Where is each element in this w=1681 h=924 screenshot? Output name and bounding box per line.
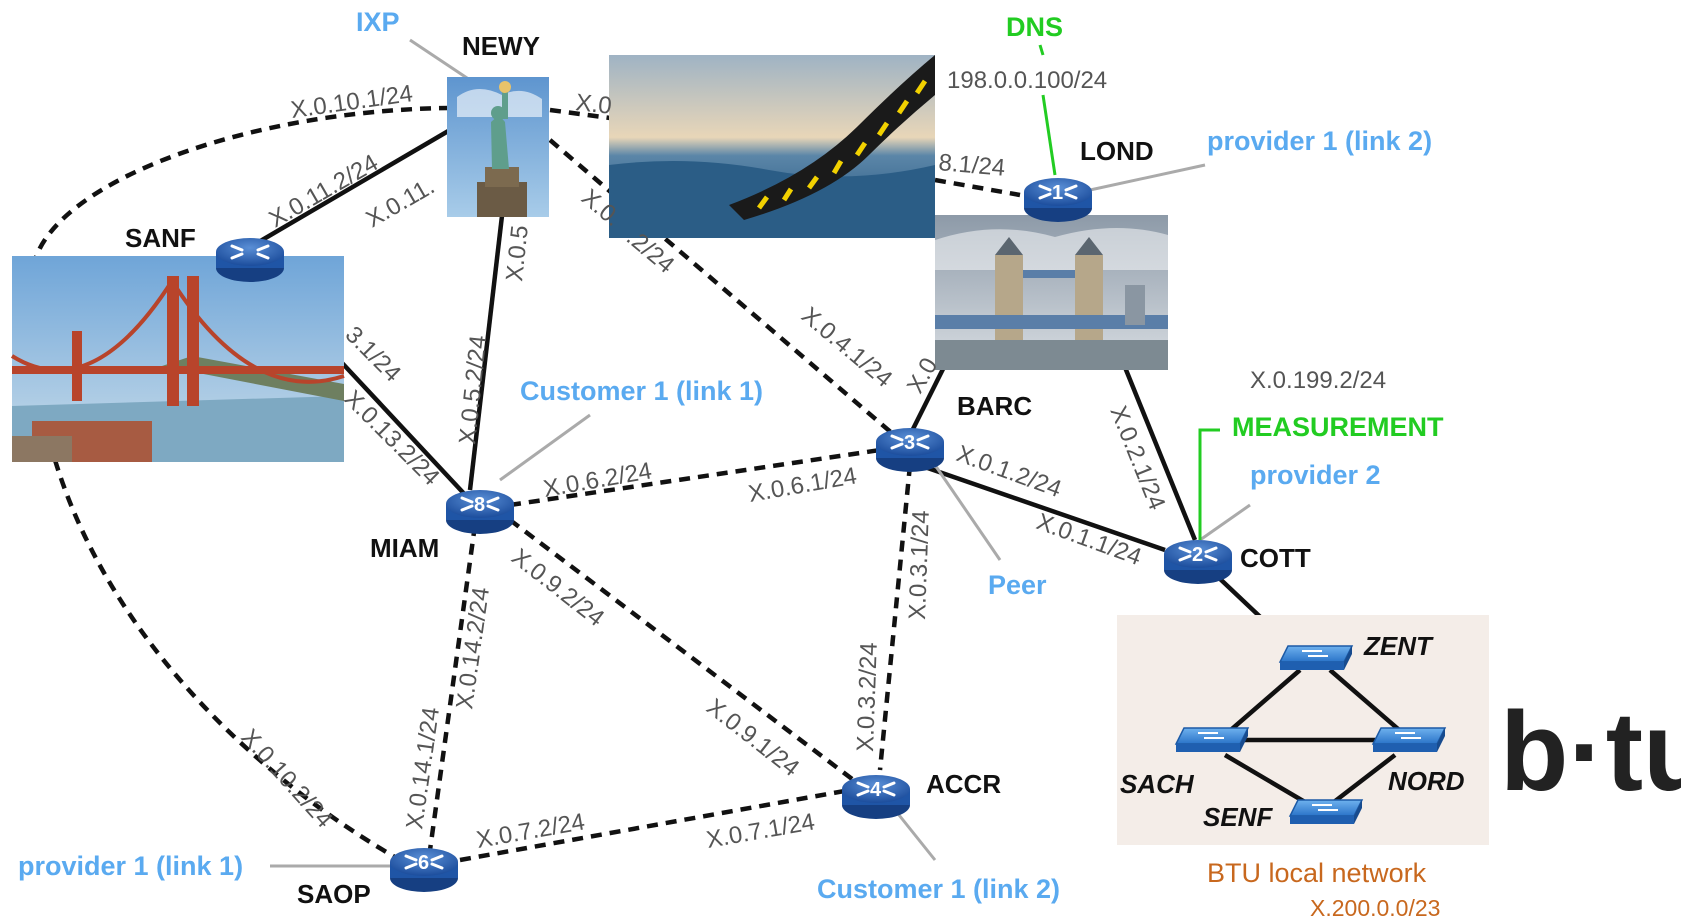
- link-newy-lond: [549, 107, 611, 121]
- label-peer: Peer: [988, 570, 1047, 600]
- router-cott[interactable]: 2: [1162, 538, 1234, 586]
- green-stubs: [1038, 44, 1220, 540]
- link-newy-saop-arc: [32, 105, 451, 261]
- router-miam-number: 8: [474, 494, 485, 516]
- link-sanf-saop-arc: [52, 459, 402, 862]
- ip-saop-accr: X.0.7.2/24: [474, 808, 586, 854]
- link-saop-accr: [459, 787, 851, 863]
- router-saop-number: 6: [418, 852, 429, 874]
- stub-customer1-link2: [893, 809, 937, 861]
- ip-newy-sanf-link-cut: X.0.11.: [362, 173, 440, 234]
- link-newy-barc: [548, 138, 902, 442]
- stub-ixp: [409, 38, 471, 82]
- router-name-lond: LOND: [1080, 136, 1154, 166]
- lond-tower-bridge-photo: [935, 215, 1168, 370]
- router-name-miam: MIAM: [370, 533, 439, 563]
- link-miam-accr: [508, 518, 862, 787]
- label-dns: DNS: [1006, 12, 1063, 42]
- router-cott-number: 2: [1192, 544, 1203, 566]
- ip-newy-miam: X.0.5.2/24: [454, 334, 492, 446]
- ip-newy-miam-cut: X.0.5: [501, 224, 534, 283]
- label-provider2: provider 2: [1250, 460, 1381, 490]
- stub-peer: [933, 464, 1002, 561]
- ip-barc-cott: X.0.1.2/24: [953, 440, 1065, 503]
- switch-name-zent: ZENT: [1363, 631, 1434, 661]
- link-newy-sanf: [243, 128, 452, 252]
- ip-newy-sanf-top: X.0.10.1/24: [289, 80, 414, 124]
- router-lond-number: 1: [1052, 182, 1063, 204]
- link-lond-cott: [1117, 354, 1198, 541]
- link-barc-cott: [889, 452, 1166, 553]
- stub-dns: [1038, 44, 1045, 56]
- link-sanf-miam: [328, 348, 472, 502]
- link-sea-lond: [934, 177, 1021, 198]
- link-newy-miam: [467, 189, 508, 491]
- router-name-newy: NEWY: [462, 31, 540, 61]
- ip-accr-miam: X.0.9.1/24: [701, 693, 804, 782]
- ip-barc-newy: X.0.4.1/24: [796, 302, 897, 393]
- link-barc-accr: [877, 464, 913, 771]
- switch-name-nord: NORD: [1388, 766, 1465, 796]
- submarine-cable-photo: [609, 55, 935, 238]
- btu-network-title: BTU local network: [1207, 858, 1427, 888]
- ip-miam-barc: X.0.6.2/24: [541, 457, 653, 503]
- router-miam[interactable]: 8: [444, 488, 516, 536]
- stub-provider2: [1199, 503, 1251, 542]
- ip-newy-sanf-link: X.0.11.2/24: [265, 149, 383, 233]
- ip-saop-miam: X.0.14.1/24: [401, 706, 445, 831]
- label-dns-ip: 198.0.0.100/24: [947, 67, 1107, 94]
- switch-sach[interactable]: [1175, 727, 1249, 753]
- ip-sanf-miam-cut: 3.1/24: [340, 321, 406, 387]
- ip-barc-accr: X.0.3.1/24: [904, 510, 935, 620]
- stub-measurement: [1198, 428, 1220, 540]
- switch-nord[interactable]: [1372, 727, 1446, 753]
- router-name-barc: BARC: [957, 391, 1032, 421]
- label-measurement: MEASUREMENT: [1232, 412, 1444, 442]
- label-provider1-link1: provider 1 (link 1): [18, 851, 243, 881]
- router-barc-number: 3: [904, 432, 915, 454]
- switch-zent[interactable]: [1279, 645, 1353, 671]
- label-measurement-ip: X.0.199.2/24: [1250, 367, 1386, 394]
- router-name-saop: SAOP: [297, 879, 371, 909]
- ip-sanf-miam: X.0.13.2/24: [339, 385, 445, 491]
- router-accr[interactable]: 4: [840, 773, 912, 821]
- label-customer1-link1: Customer 1 (link 1): [520, 376, 763, 406]
- switch-name-senf: SENF: [1203, 802, 1273, 832]
- ip-newy-lond-cut: X.0: [574, 89, 613, 120]
- label-provider1-link2: provider 1 (link 2): [1207, 126, 1432, 156]
- label-ixp: IXP: [356, 7, 400, 37]
- label-customer1-link2: Customer 1 (link 2): [817, 874, 1060, 904]
- router-newy-partial[interactable]: [214, 236, 286, 284]
- switch-senf[interactable]: [1289, 799, 1363, 825]
- router-lond[interactable]: 1: [1022, 176, 1094, 224]
- sanf-golden-gate-photo: [10, 256, 345, 462]
- router-name-cott: COTT: [1240, 543, 1311, 573]
- switch-name-sach: SACH: [1120, 769, 1195, 799]
- router-name-sanf: SANF: [125, 223, 196, 253]
- btu-links-redraw: [1223, 668, 1407, 807]
- stub-customer1-link1: [499, 413, 591, 482]
- router-barc[interactable]: 3: [874, 426, 946, 474]
- router-accr-number: 4: [870, 779, 882, 801]
- btu-network-subnet: X.200.0.0/23: [1310, 895, 1440, 921]
- ip-saop-sanf: X.0.10.2/24: [236, 724, 338, 833]
- external-stubs: [270, 38, 1251, 868]
- stub-dns-ip: [1041, 94, 1057, 176]
- link-miam-saop: [427, 524, 478, 851]
- btu-logo: b·tu: [1500, 689, 1681, 814]
- link-miam-barc: [509, 447, 881, 508]
- ip-lond-side-cut: 8.1/24: [937, 149, 1006, 182]
- router-name-accr: ACCR: [926, 769, 1001, 799]
- stub-provider1-link2: [1089, 163, 1206, 192]
- ip-accr-barc: X.0.3.2/24: [852, 642, 883, 752]
- ip-accr-saop: X.0.7.1/24: [704, 808, 816, 854]
- newy-statue-photo: [447, 77, 549, 217]
- ip-cott-barc: X.0.1.1/24: [1033, 508, 1145, 571]
- router-saop[interactable]: 6: [388, 846, 460, 894]
- dashed-links: [32, 105, 1021, 863]
